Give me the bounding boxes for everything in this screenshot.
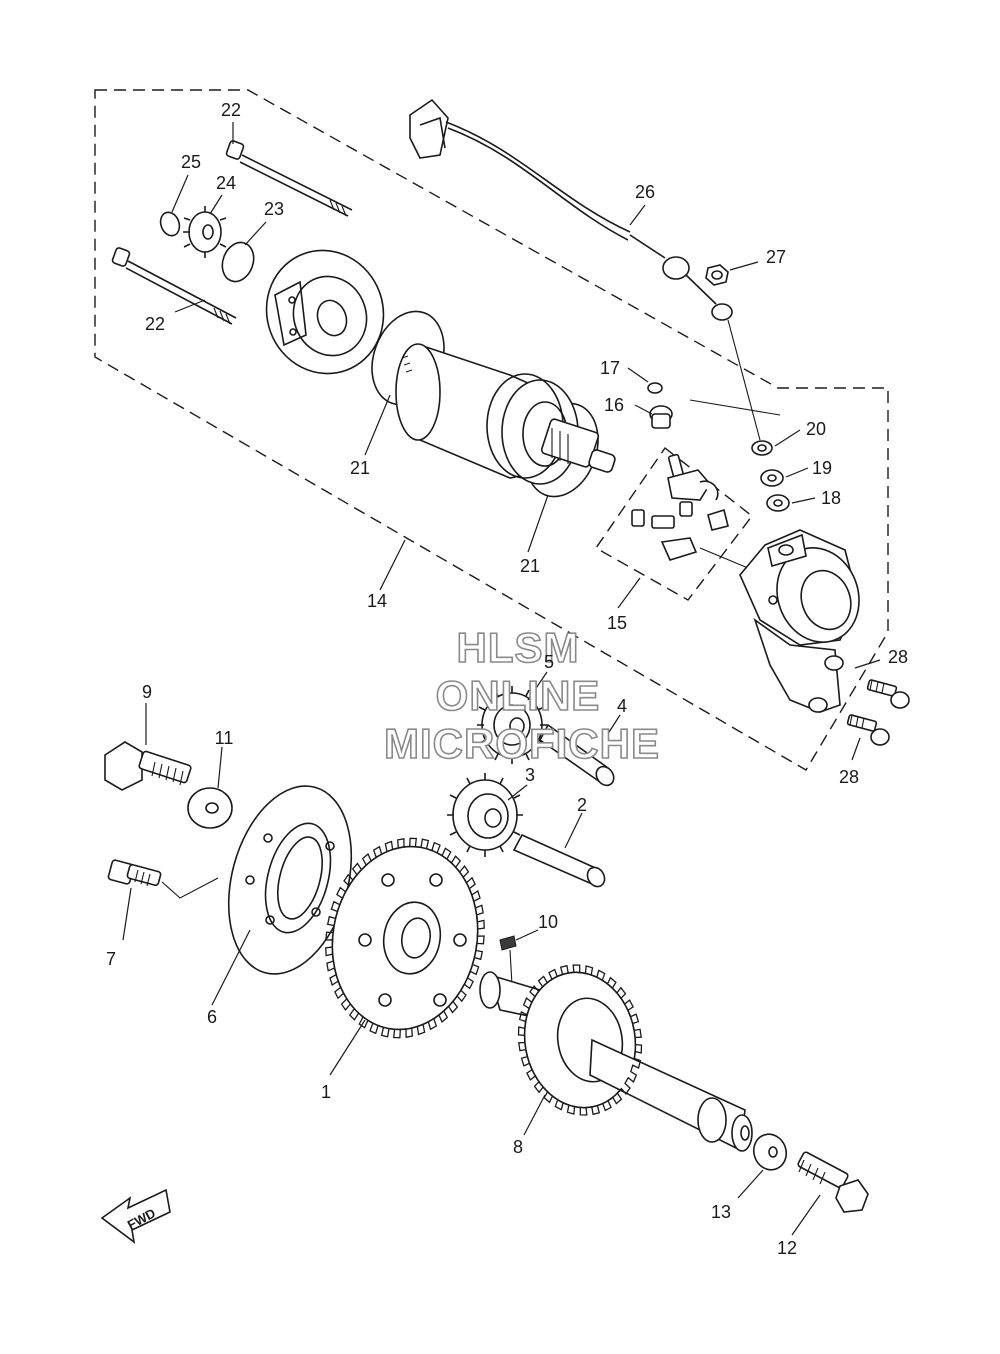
starter-lead-wire xyxy=(409,98,733,321)
callout-6: 6 xyxy=(207,1007,217,1027)
callout-9: 9 xyxy=(142,682,152,702)
callout-28-lower: 28 xyxy=(839,767,859,787)
callout-12: 12 xyxy=(777,1238,797,1258)
callout-16: 16 xyxy=(604,395,624,415)
watermark-line-2: ONLINE xyxy=(436,672,601,719)
callout-28-upper: 28 xyxy=(888,647,908,667)
callout-10: 10 xyxy=(538,912,558,932)
terminal-stud-line xyxy=(727,319,761,441)
woodruff-key-10 xyxy=(499,935,517,986)
long-bolt-upper xyxy=(225,140,353,217)
callout-1: 1 xyxy=(321,1082,331,1102)
callout-20: 20 xyxy=(806,419,826,439)
callout-19: 19 xyxy=(812,458,832,478)
gear-8-teeth xyxy=(517,964,643,1116)
callout-4: 4 xyxy=(617,696,627,716)
callout-25: 25 xyxy=(181,152,201,172)
callout-labels: 1 2 3 4 5 6 7 8 9 10 11 12 13 14 15 16 1… xyxy=(106,100,908,1258)
callout-27: 27 xyxy=(766,247,786,267)
o-ring-17 xyxy=(647,382,663,394)
starter-front-cover xyxy=(265,249,385,375)
brush-holder-boundary xyxy=(594,446,753,601)
callout-24: 24 xyxy=(216,173,236,193)
callout-17: 17 xyxy=(600,358,620,378)
starter-wheel-gear-1 xyxy=(325,837,485,1039)
brush-holder-set xyxy=(631,453,749,569)
callout-22-upper: 22 xyxy=(221,100,241,120)
starter-pinion-gear xyxy=(183,206,227,258)
callout-11: 11 xyxy=(215,728,234,748)
starter-idle-gear-8 xyxy=(479,964,753,1152)
bolt-7 xyxy=(107,859,219,899)
o-ring-front xyxy=(221,241,255,283)
washer-13 xyxy=(752,1133,788,1171)
forward-direction-arrow: FWD xyxy=(100,1188,171,1244)
leader-lines xyxy=(122,122,881,1236)
callout-15: 15 xyxy=(607,613,627,633)
watermark-line-3: MICROFICHE xyxy=(384,720,660,767)
callout-5: 5 xyxy=(544,652,554,672)
starter-rear-cover xyxy=(739,529,860,713)
idler-gear-3 xyxy=(447,773,523,857)
shaft-2 xyxy=(512,833,606,888)
circlip xyxy=(159,211,181,237)
callout-3: 3 xyxy=(525,765,535,785)
bolt-28-upper xyxy=(866,679,910,709)
callout-14: 14 xyxy=(367,591,387,611)
callout-18: 18 xyxy=(821,488,841,508)
bolt-28-lower xyxy=(846,714,890,746)
callout-23: 23 xyxy=(264,199,284,219)
washer-18 xyxy=(766,494,790,512)
nut-20 xyxy=(751,440,773,456)
terminal-bolt-16 xyxy=(649,399,781,429)
starter-yoke-body xyxy=(395,343,616,485)
callout-8: 8 xyxy=(513,1137,523,1157)
callout-22-lower: 22 xyxy=(145,314,165,334)
gear-1-teeth xyxy=(325,837,485,1039)
callout-13: 13 xyxy=(711,1202,731,1222)
watermark: HLSM ONLINE MICROFICHE xyxy=(383,623,660,768)
callout-7: 7 xyxy=(106,949,116,969)
long-bolt-lower xyxy=(111,247,237,325)
watermark-line-1: HLSM xyxy=(457,624,580,671)
bolt-12 xyxy=(797,1151,869,1213)
shaft-4 xyxy=(538,723,615,787)
callout-26: 26 xyxy=(635,182,655,202)
bolt-9 xyxy=(104,741,192,791)
callout-2: 2 xyxy=(577,795,587,815)
washer-11 xyxy=(187,787,233,829)
callout-21-upper: 21 xyxy=(350,458,370,478)
callout-21-lower: 21 xyxy=(520,556,540,576)
nut-27 xyxy=(705,264,729,286)
washer-19 xyxy=(760,469,784,487)
starter-motor-assembly-boundary xyxy=(94,89,889,771)
